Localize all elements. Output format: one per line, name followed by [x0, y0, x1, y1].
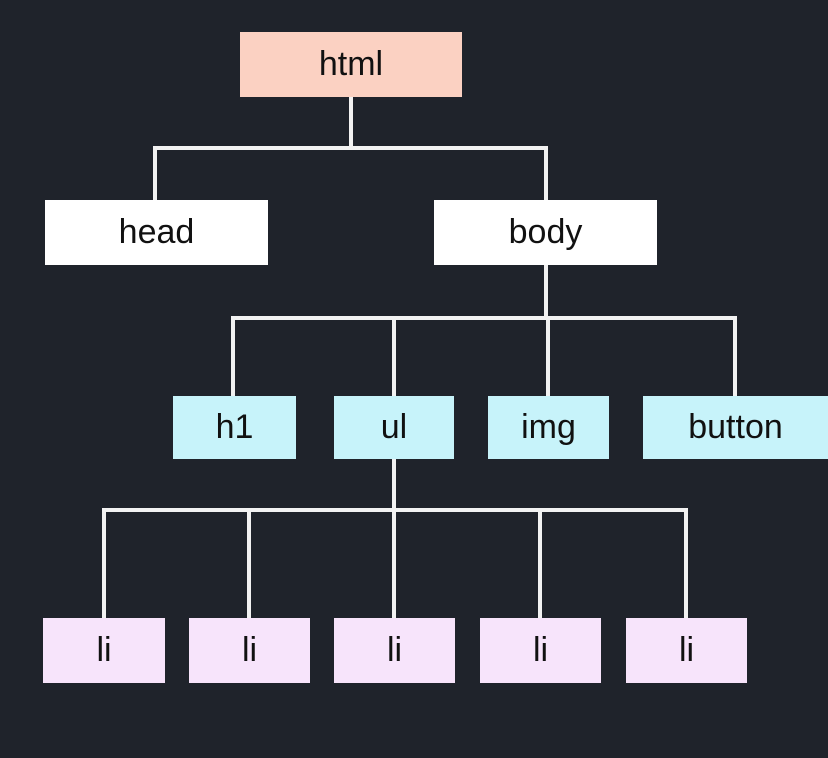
node-ul: ul	[334, 396, 454, 459]
node-html: html	[240, 32, 462, 97]
node-label: button	[688, 408, 783, 446]
node-label: html	[318, 45, 384, 83]
node-label: li	[532, 631, 549, 669]
connector-html-to-children	[153, 97, 548, 200]
node-li: li	[189, 618, 310, 683]
node-label: img	[521, 408, 576, 446]
connector-body-to-children	[231, 265, 737, 396]
node-label: head	[118, 213, 195, 251]
connector-ul-to-children	[102, 459, 688, 618]
node-label: body	[508, 213, 583, 251]
node-body: body	[434, 200, 657, 265]
node-li: li	[334, 618, 455, 683]
node-label: li	[241, 631, 258, 669]
node-label: ul	[380, 408, 408, 446]
node-label: li	[678, 631, 695, 669]
node-li: li	[626, 618, 747, 683]
node-li: li	[43, 618, 165, 683]
node-label: li	[386, 631, 403, 669]
node-head: head	[45, 200, 268, 265]
node-label: h1	[215, 408, 254, 446]
node-button: button	[643, 396, 828, 459]
node-li: li	[480, 618, 601, 683]
node-img: img	[488, 396, 609, 459]
node-h1: h1	[173, 396, 296, 459]
node-label: li	[96, 631, 112, 669]
